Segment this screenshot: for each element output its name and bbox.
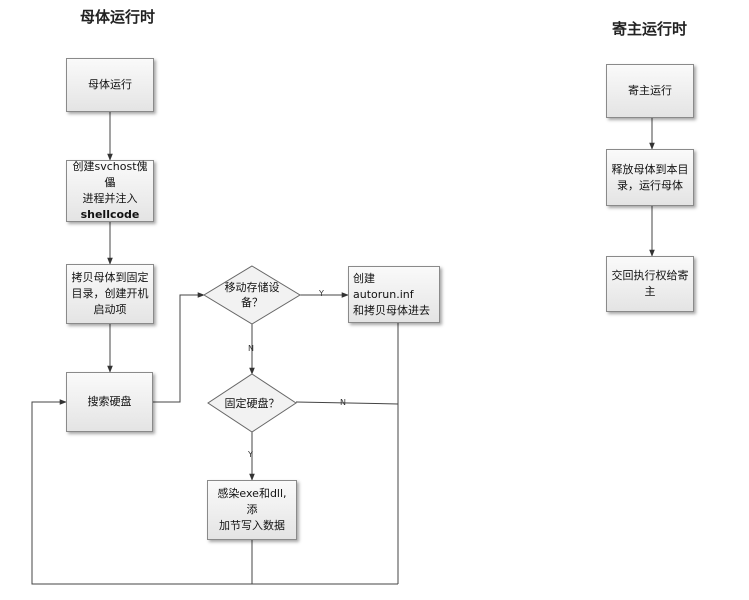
node-create-puppet-line3: shellcode [80,208,140,221]
decision-removable-text: 移动存储设 备？ [204,280,300,310]
node-return-control: 交回执行权给寄 主 [606,256,694,312]
decision-removable-line2: 备？ [241,296,263,309]
node-release-parent-line1: 释放母体到本目 [611,162,689,176]
decision-fixed-text: 固定硬盘？ [208,393,296,413]
edge-label-removable-no: N [248,344,254,353]
removable-decision-shape [203,265,301,325]
node-host-run: 寄主运行 [606,64,694,118]
node-copy-parent-line2: 目录，创建开机 [71,287,149,300]
decision-fixed-label: 固定硬盘？ [224,396,280,410]
edge-loop-back [31,399,398,585]
title-parent-runtime: 母体运行时 [80,8,156,26]
node-create-autorun-line1: 创建autorun.inf [353,272,414,301]
node-copy-parent: 拷贝母体到固定 目录，创建开机 启动项 [66,264,154,324]
node-create-autorun: 创建autorun.inf 和拷贝母体进去 [348,266,440,323]
edge-search-to-removable [153,292,205,403]
edge-label-removable-yes: Y [319,289,324,298]
node-create-autorun-line2: 和拷贝母体进去 [353,304,430,317]
node-search-disk-label: 搜索硬盘 [87,395,132,408]
decision-removable-line1: 移动存储设 [224,281,280,294]
node-release-parent-line2: 录，运行母体 [617,178,683,192]
node-release-parent: 释放母体到本目 录，运行母体 [606,149,694,206]
node-create-puppet: 创建svchost傀儡 进程并注入 shellcode [66,160,154,222]
node-return-control-line1: 交回执行权给寄 [611,269,689,282]
node-parent-run-label: 母体运行 [88,78,132,91]
title-host-runtime: 寄主运行时 [612,20,688,38]
fixed-decision-shape [207,373,297,433]
node-copy-parent-line3: 启动项 [93,303,127,316]
node-infect-files-line1: 感染exe和dll,添 [217,487,287,516]
node-create-puppet-line1: 创建svchost傀儡 [72,160,148,189]
node-infect-files-line2: 加节写入数据 [219,519,285,532]
node-parent-run: 母体运行 [66,58,154,112]
node-return-control-line2: 主 [644,285,656,298]
edge-fixed-no [295,401,399,405]
node-copy-parent-line1: 拷贝母体到固定 [71,271,149,284]
edge-label-fixed-no: N [340,398,346,407]
node-search-disk: 搜索硬盘 [66,372,153,432]
edge-label-fixed-yes: Y [248,450,253,459]
node-host-run-label: 寄主运行 [628,84,672,97]
node-create-puppet-line2: 进程并注入 [82,192,138,205]
node-infect-files: 感染exe和dll,添 加节写入数据 [207,480,297,540]
